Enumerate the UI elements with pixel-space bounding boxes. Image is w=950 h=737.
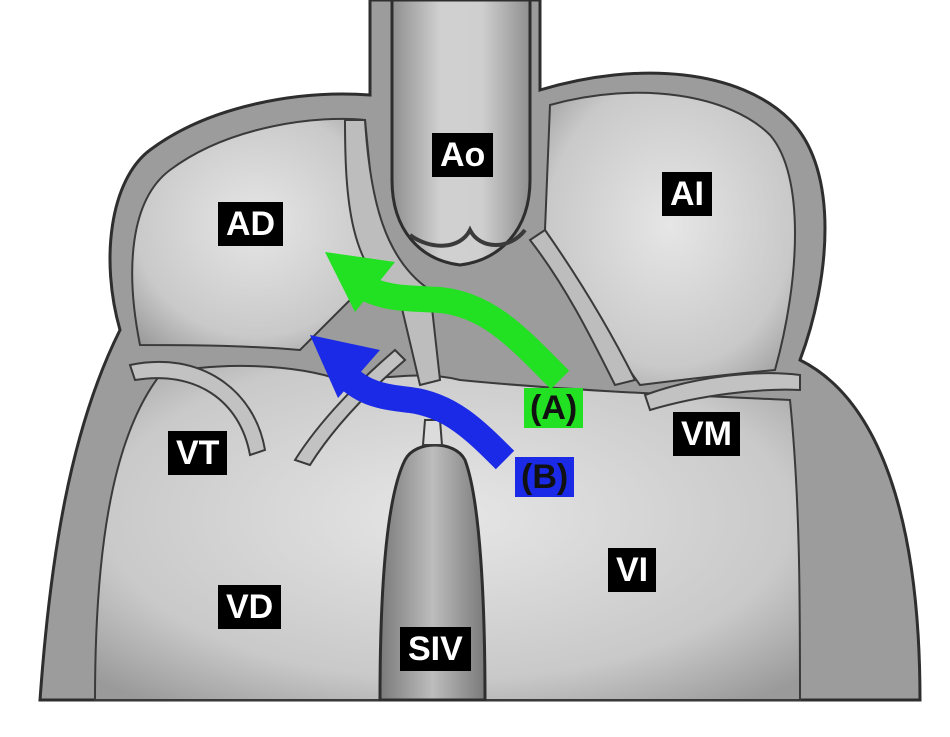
aorta-vessel: [390, 0, 532, 267]
label-aorta: Ao: [432, 133, 494, 177]
path-a-tag: (A): [524, 388, 584, 428]
atrial-septum: [343, 119, 442, 387]
path-b-arrow-head: [310, 335, 380, 398]
path-b-arrow-shaft: [335, 365, 515, 470]
label-left-ventricle: VI: [608, 548, 657, 592]
label-mitral-valve: VM: [673, 412, 740, 456]
path-a-arrow-head: [325, 252, 395, 312]
label-left-atrium: AI: [662, 172, 712, 216]
membranous-septum: [421, 419, 444, 446]
mitral-valve-leaflet: [643, 372, 801, 412]
aortic-valve-cusps: [408, 225, 527, 248]
left-atrium-wall: [528, 228, 637, 387]
tricuspid-valve-leaflet: [128, 360, 267, 457]
label-right-ventricle: VD: [218, 585, 282, 629]
label-interventricular-septum: SIV: [400, 627, 471, 671]
path-a-arrow-shaft: [353, 273, 570, 390]
label-tricuspid-valve: VT: [168, 431, 228, 475]
path-b-tag: (B): [515, 457, 575, 497]
label-right-atrium: AD: [218, 202, 284, 246]
